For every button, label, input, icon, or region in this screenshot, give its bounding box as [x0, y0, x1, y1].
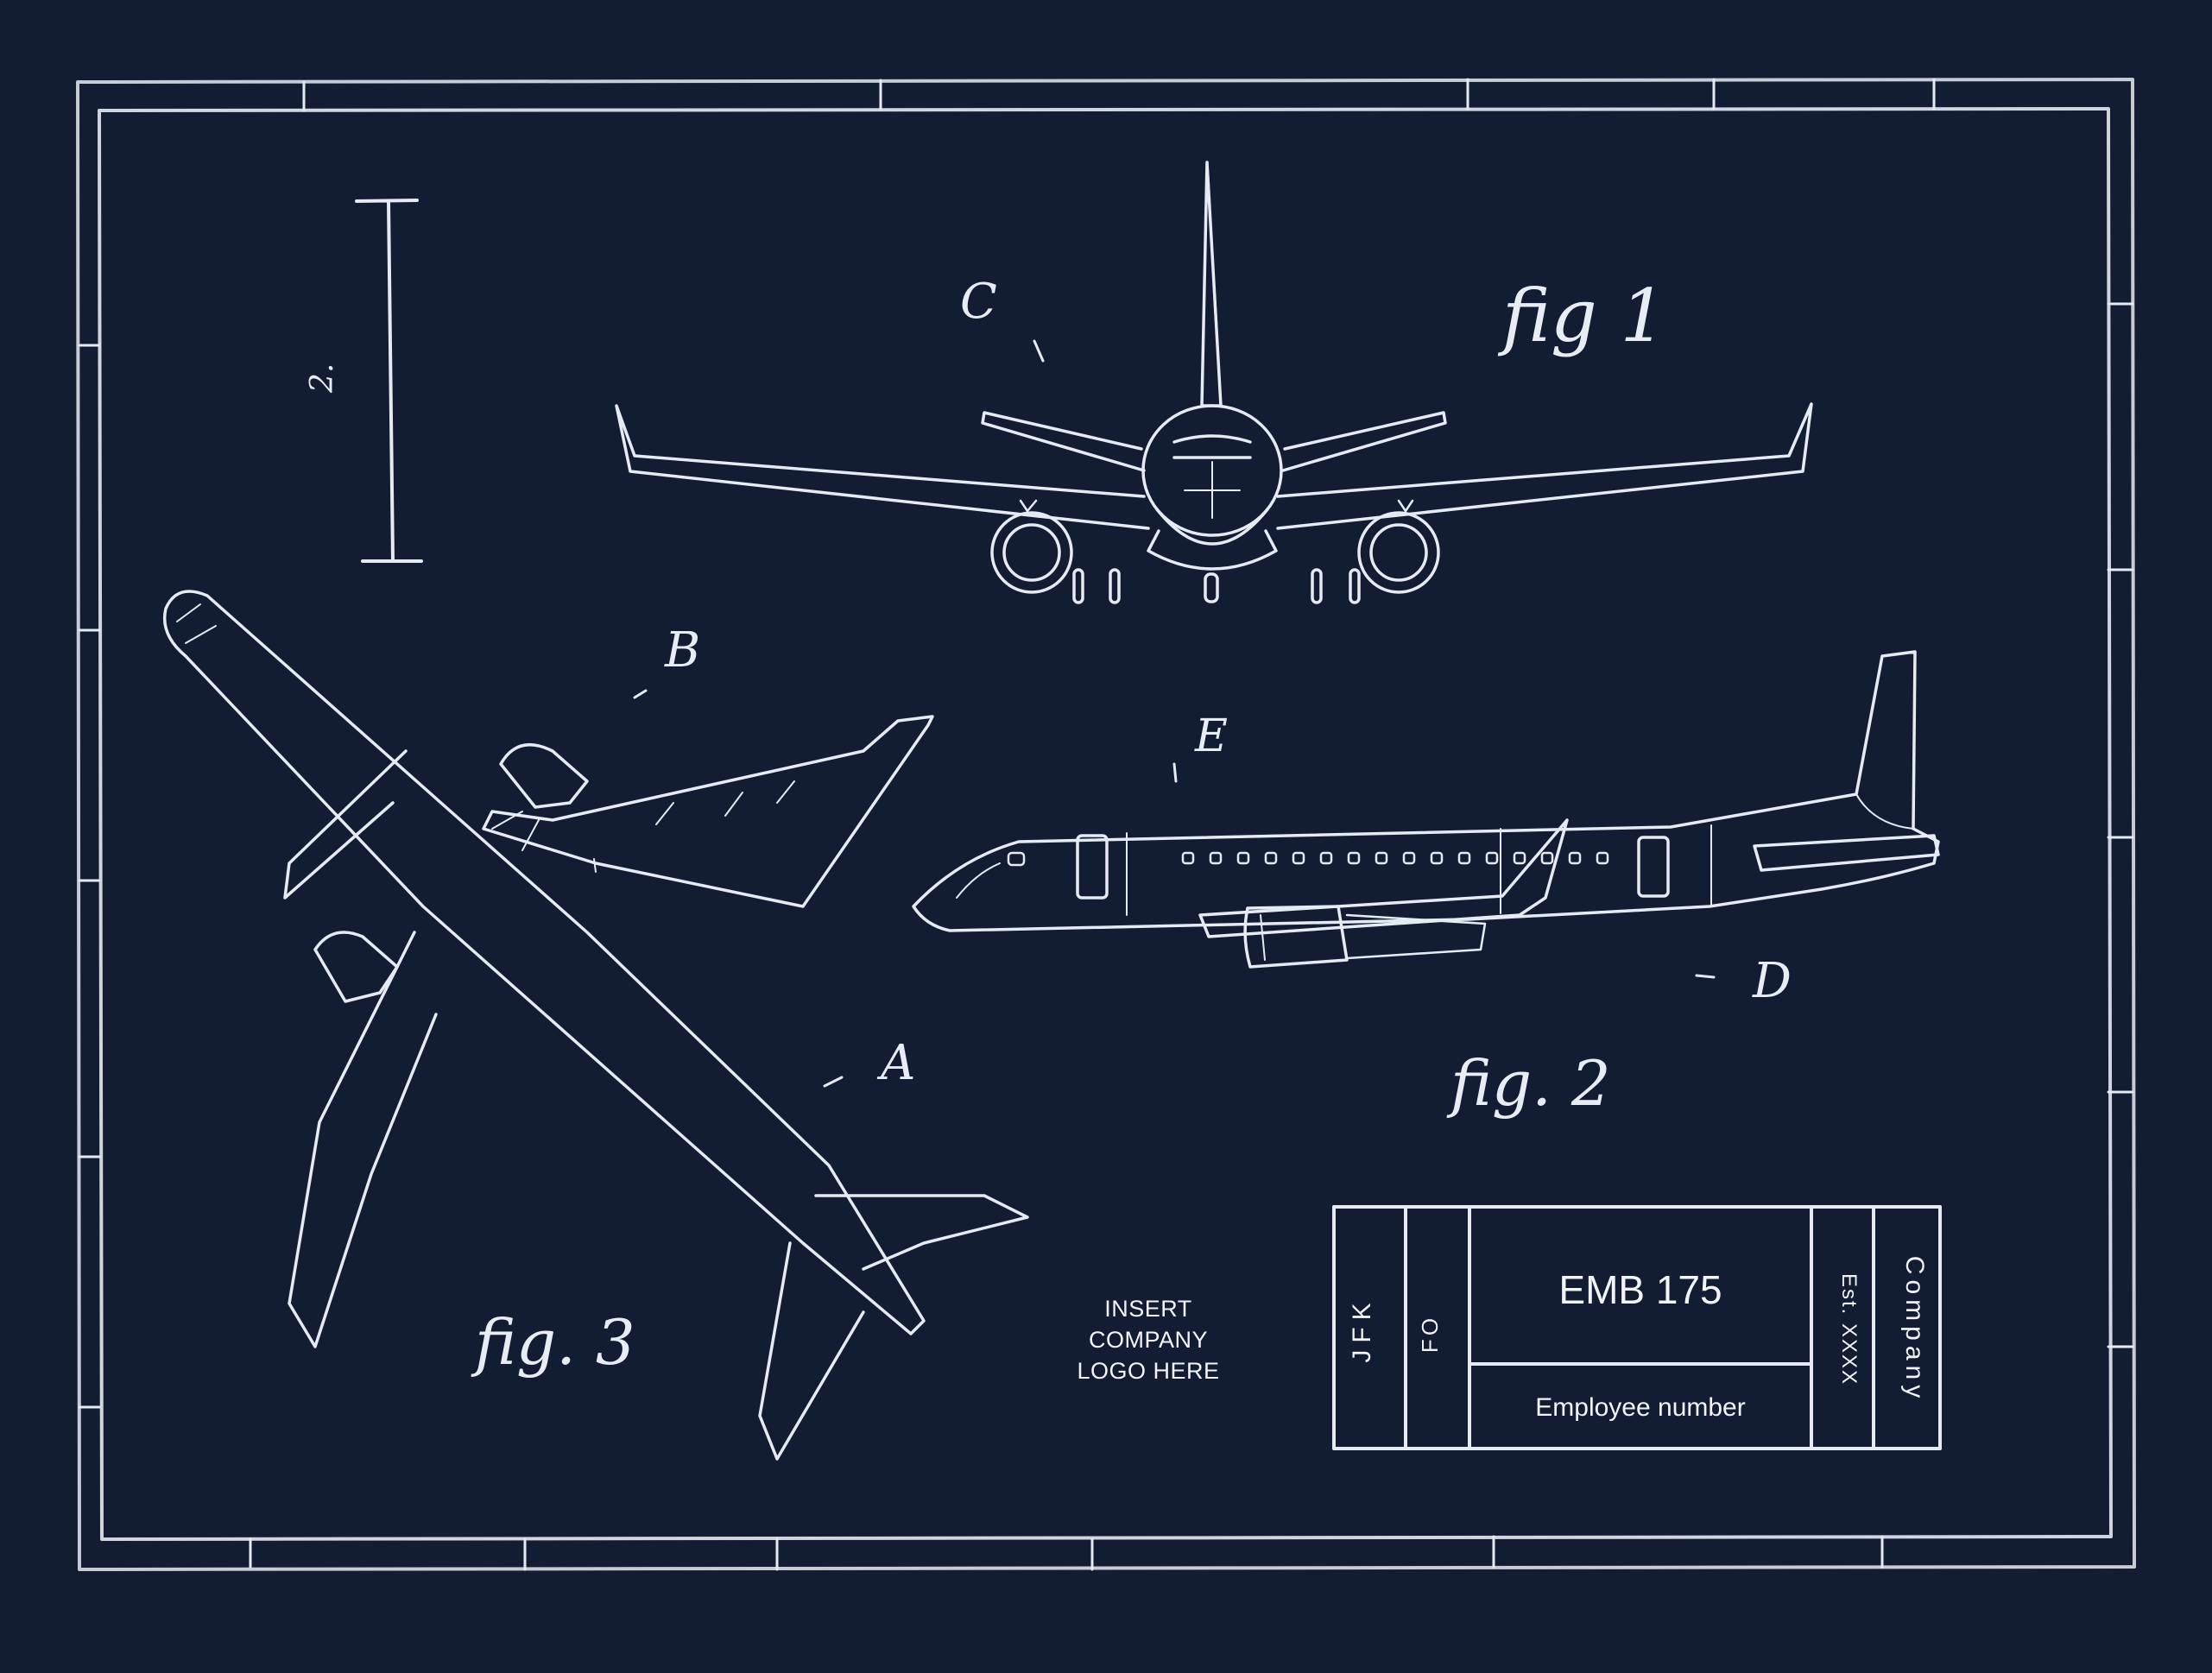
logo-placeholder-line2: COMPANY [1088, 1327, 1208, 1353]
logo-placeholder-line1: INSERT [1104, 1296, 1192, 1322]
callout-c: C [960, 274, 997, 330]
callout-a: A [876, 1035, 915, 1091]
scale-bar-label: 2. [305, 363, 340, 394]
logo-placeholder-line3: LOGO HERE [1077, 1358, 1220, 1384]
callout-b: B [664, 622, 700, 679]
callouts: C B E D A [633, 274, 1792, 1091]
front-view-aircraft [615, 161, 1813, 604]
fig-2-label: fig. 2 [1446, 1047, 1611, 1120]
top-view-aircraft [162, 590, 1029, 1461]
title-block [1332, 1205, 1942, 1450]
callout-e: E [1194, 710, 1228, 762]
fig-3-label: fig. 3 [471, 1306, 635, 1379]
scale-bar [355, 199, 423, 563]
logo-placeholder: INSERT COMPANY LOGO HERE [1019, 1293, 1278, 1386]
established-year: Est. XXXX [1837, 1273, 1861, 1386]
fig-1-label: fig 1 [1497, 274, 1666, 358]
airport-code: JFK [1348, 1296, 1376, 1362]
employee-number: Employee number [1535, 1393, 1745, 1422]
aircraft-type: EMB 175 [1558, 1267, 1722, 1312]
company-name: Company [1900, 1256, 1929, 1403]
callout-d: D [1752, 953, 1792, 1009]
side-view-aircraft [912, 650, 1940, 969]
crew-position: FO [1417, 1315, 1443, 1353]
drawing-border [76, 78, 2136, 1571]
